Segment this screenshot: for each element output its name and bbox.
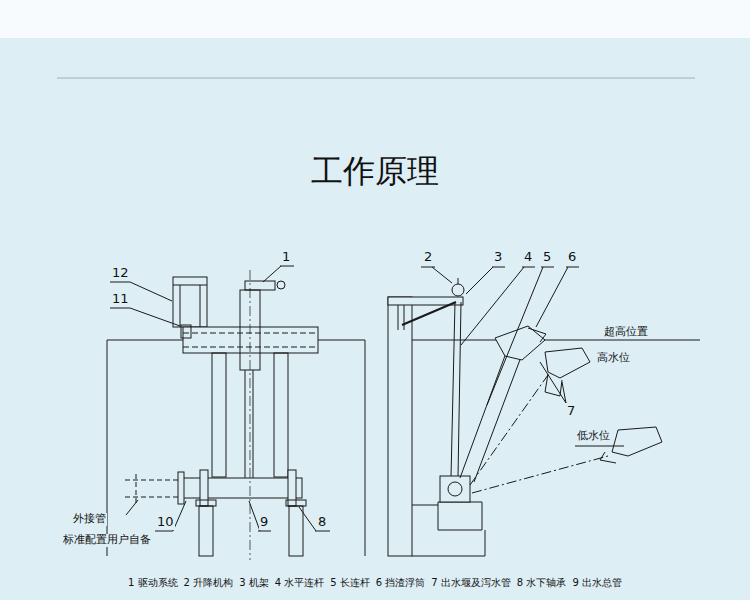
parts-list-item: 9 出水总管 — [572, 576, 622, 590]
callout-number: 8 — [317, 515, 327, 530]
annotation: 标准配置用户自备 — [62, 534, 152, 547]
leader — [249, 501, 271, 531]
leader — [487, 267, 554, 405]
basin-wall — [107, 340, 365, 556]
motor-end — [277, 281, 285, 289]
long-link — [451, 302, 461, 477]
callout-number: 7 — [566, 404, 576, 419]
support — [289, 506, 303, 556]
lift-drive — [452, 284, 464, 296]
weir-top — [495, 326, 545, 360]
flange — [200, 470, 208, 506]
part-11 — [181, 325, 191, 338]
leader — [155, 501, 186, 531]
parts-list: 1 驱动系统 2 升降机构 3 机架 4 水平连杆 5 长连杆 6 挡渣浮筒 7 出水堰及泻… — [0, 576, 750, 590]
support-base — [196, 500, 216, 506]
leader — [540, 362, 566, 403]
flange — [178, 472, 184, 504]
water-level-label: 高水位 — [596, 352, 631, 365]
parts-list-item: 2 升降机构 — [184, 576, 234, 590]
beam-hidden-line — [183, 333, 318, 347]
callout-number: 5 — [542, 250, 552, 265]
decanter-arm — [460, 353, 521, 482]
leader — [536, 267, 579, 327]
leader — [421, 267, 452, 283]
center-line — [250, 270, 251, 560]
bearing-core — [448, 482, 462, 496]
column — [212, 353, 226, 477]
flange — [288, 470, 296, 506]
parts-list-item: 3 机架 — [239, 576, 269, 590]
callout-number: 1 — [281, 250, 291, 265]
beam — [183, 327, 318, 353]
pedestal — [412, 502, 485, 556]
page-title: 工作原理 — [0, 152, 750, 190]
annotation: 外接管 — [72, 513, 107, 526]
leader — [126, 500, 138, 515]
divider-line — [57, 77, 695, 79]
leader — [263, 266, 294, 282]
tower-detail — [173, 285, 207, 327]
support-base — [286, 500, 306, 506]
leader — [110, 308, 180, 326]
parts-list-item: 4 水平连杆 — [275, 576, 325, 590]
callout-number: 12 — [111, 266, 130, 281]
parts-list-item: 8 水下轴承 — [517, 576, 567, 590]
lift-drive — [458, 278, 459, 284]
weir-high — [545, 348, 590, 378]
tower — [173, 277, 207, 327]
callout-number: 11 — [111, 292, 130, 307]
external-pipe — [125, 474, 178, 503]
callout-number: 2 — [423, 250, 433, 265]
bearing — [440, 476, 470, 502]
frame-bracket — [398, 305, 404, 330]
top-band — [0, 0, 750, 38]
callout-number: 3 — [493, 250, 503, 265]
callout-number: 10 — [156, 515, 175, 530]
parts-list-item: 5 长连杆 — [330, 576, 370, 590]
water-level-label: 低水位 — [576, 430, 611, 443]
leader — [299, 507, 330, 531]
float — [528, 328, 546, 342]
motor — [245, 281, 275, 290]
callout-number: 6 — [567, 250, 577, 265]
support — [199, 506, 213, 556]
frame-column — [388, 297, 412, 556]
parts-list-item: 7 出水堰及泻水管 — [431, 576, 511, 590]
leader — [466, 267, 505, 294]
parts-list-item: 6 挡渣浮筒 — [376, 576, 426, 590]
water-line — [412, 340, 700, 341]
horizontal-link — [402, 302, 456, 325]
low-level-line — [575, 446, 624, 447]
water-level-label: 超高位置 — [603, 326, 649, 339]
weir-low-pipe — [600, 452, 616, 463]
leader — [461, 267, 535, 345]
rod — [245, 370, 253, 478]
parts-list-item: 1 驱动系统 — [128, 576, 178, 590]
column — [274, 353, 288, 477]
callout-number: 9 — [259, 515, 269, 530]
callout-number: 4 — [523, 250, 533, 265]
weir-low — [612, 427, 662, 456]
